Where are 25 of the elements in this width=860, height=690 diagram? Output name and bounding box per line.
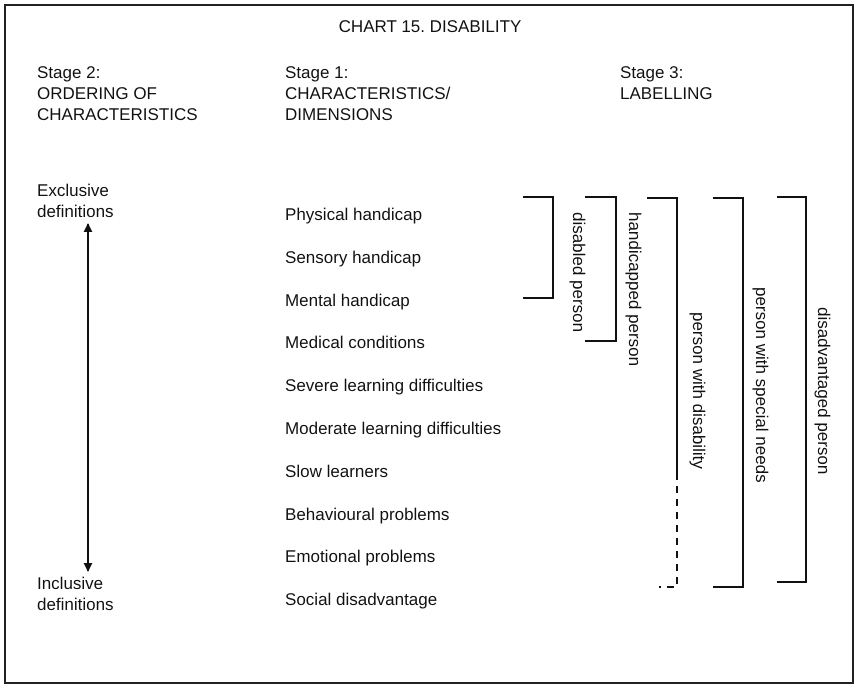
definition-text: Exclusive definitions (37, 180, 167, 222)
chart-title: CHART 15. DISABILITY (338, 16, 522, 37)
column-heading: CHARACTERISTICS/ DIMENSIONS (285, 83, 452, 125)
definition-text: Inclusive definitions (37, 573, 167, 615)
characteristic-text: Sensory handicap (285, 246, 422, 268)
column-heading: Stage 2: (37, 62, 100, 83)
characteristic-text: Physical handicap (285, 204, 422, 225)
characteristic-text: Moderate learning difficulties (285, 418, 502, 439)
column-heading: ORDERING OF CHARACTERISTICS (37, 83, 199, 125)
characteristic-text: Behavioural problems (285, 504, 450, 525)
vertical-label: person with special needs (751, 287, 771, 483)
vertical-label: disabled person (568, 212, 588, 332)
column-heading: Stage 1: (285, 62, 348, 83)
characteristic-text: Emotional problems (285, 546, 436, 568)
characteristic-text: Slow learners (285, 460, 388, 482)
double-headed-arrow (84, 223, 92, 572)
characteristic-text: Mental handicap (285, 290, 410, 311)
vertical-label: handicapped person (624, 212, 644, 366)
characteristic-text: Severe learning difficulties (285, 375, 484, 396)
vertical-label: person with disability (688, 312, 708, 469)
vertical-label: disadvantaged person (813, 307, 833, 474)
column-heading: Stage 3: (620, 62, 684, 83)
characteristic-text: Social disadvantage (285, 589, 438, 610)
characteristic-text: Medical conditions (285, 332, 425, 354)
column-heading: LABELLING (620, 83, 713, 104)
